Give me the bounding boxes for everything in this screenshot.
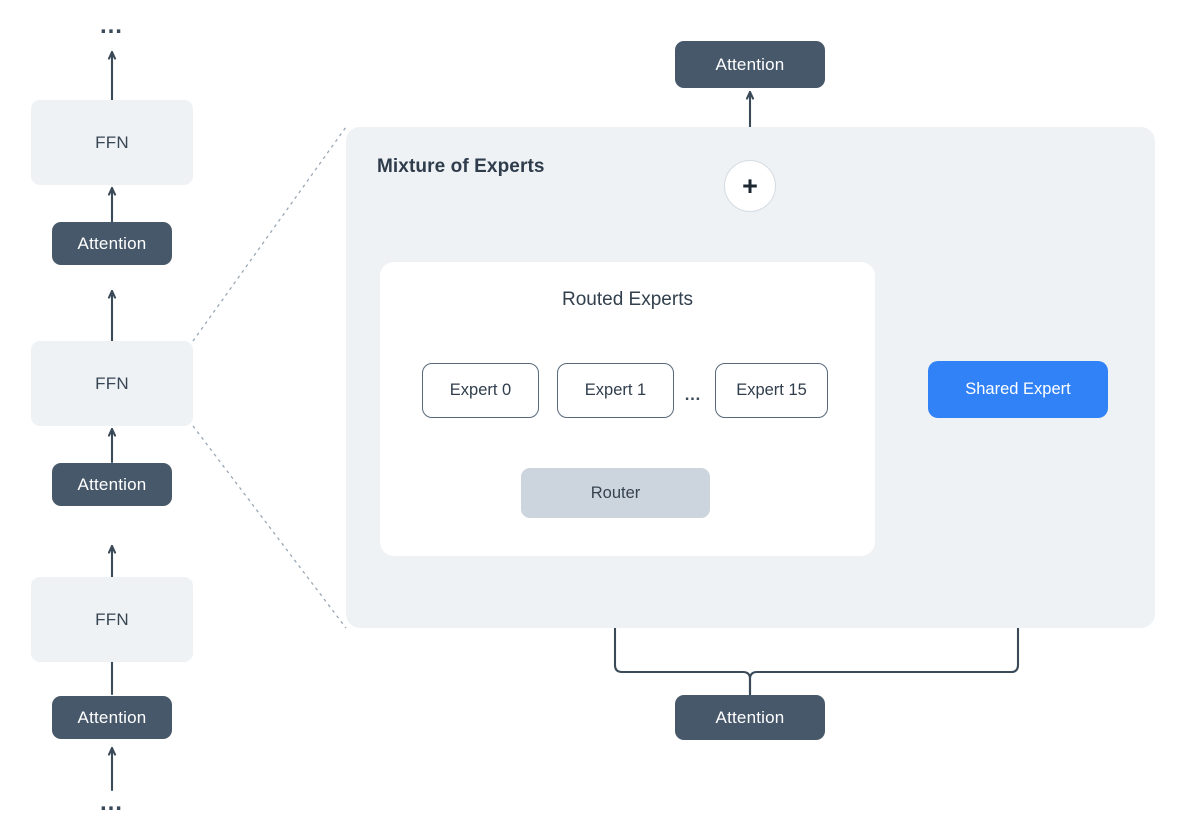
input-attention-box[interactable]: Attention	[675, 695, 825, 740]
stack-top-ellipsis: …	[99, 12, 125, 39]
stack-item-attention-middle[interactable]: Attention	[52, 463, 172, 506]
zoom-connector-bottom	[192, 425, 347, 629]
output-attention-box[interactable]: Attention	[675, 41, 825, 88]
stack-item-ffn-bottom[interactable]: FFN	[31, 577, 193, 662]
routed-experts-title: Routed Experts	[562, 289, 693, 310]
stack-bottom-ellipsis: …	[99, 789, 125, 816]
combine-plus-node[interactable]: +	[724, 160, 776, 212]
expert-box-15[interactable]: Expert 15	[715, 363, 828, 418]
stack-item-attention-top[interactable]: Attention	[52, 222, 172, 265]
mixture-of-experts-title: Mixture of Experts	[377, 156, 545, 177]
stack-item-attention-bottom[interactable]: Attention	[52, 696, 172, 739]
expert-box-0[interactable]: Expert 0	[422, 363, 539, 418]
experts-ellipsis: …	[684, 385, 703, 404]
stack-item-ffn-top[interactable]: FFN	[31, 100, 193, 185]
router-box[interactable]: Router	[521, 468, 710, 518]
shared-expert-box[interactable]: Shared Expert	[928, 361, 1108, 418]
zoom-connector-top	[192, 126, 347, 342]
stack-item-ffn-middle[interactable]: FFN	[31, 341, 193, 426]
expert-box-1[interactable]: Expert 1	[557, 363, 674, 418]
zoom-connector-lines	[192, 126, 347, 629]
